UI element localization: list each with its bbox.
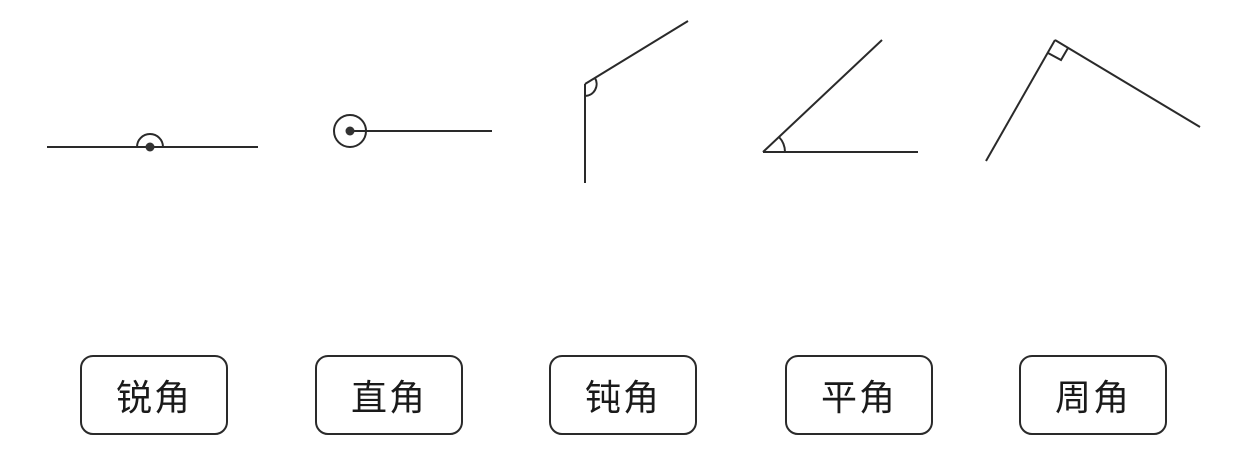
full-angle-figure [333, 114, 492, 148]
full-angle-arc [333, 114, 367, 148]
right-angle-ray-right [1054, 39, 1201, 128]
straight-angle-arc [136, 133, 164, 148]
straight-angle-vertex-dot [145, 142, 155, 152]
right-angle-marker [1047, 47, 1069, 62]
right-angle-figure [985, 39, 1201, 162]
label-box-right[interactable]: 直角 [315, 355, 463, 435]
obtuse-angle-figure [584, 20, 689, 183]
acute-angle-figure [762, 39, 918, 153]
right-angle-ray-left [985, 39, 1056, 162]
label-box-straight[interactable]: 平角 [785, 355, 933, 435]
label-box-acute[interactable]: 锐角 [80, 355, 228, 435]
label-box-obtuse[interactable]: 钝角 [549, 355, 697, 435]
label-text-full: 周角 [1054, 378, 1131, 419]
straight-angle-figure [47, 133, 258, 152]
obtuse-angle-arc [584, 77, 598, 97]
obtuse-angle-ray-slanted [584, 20, 689, 85]
acute-angle-arc [778, 136, 786, 153]
label-text-straight: 平角 [820, 378, 897, 419]
label-text-acute: 锐角 [115, 378, 192, 419]
label-text-obtuse: 钝角 [584, 378, 661, 419]
label-text-right: 直角 [350, 378, 427, 419]
acute-angle-ray-slanted [762, 39, 883, 153]
full-angle-vertex-dot [345, 126, 355, 136]
label-box-full[interactable]: 周角 [1019, 355, 1167, 435]
